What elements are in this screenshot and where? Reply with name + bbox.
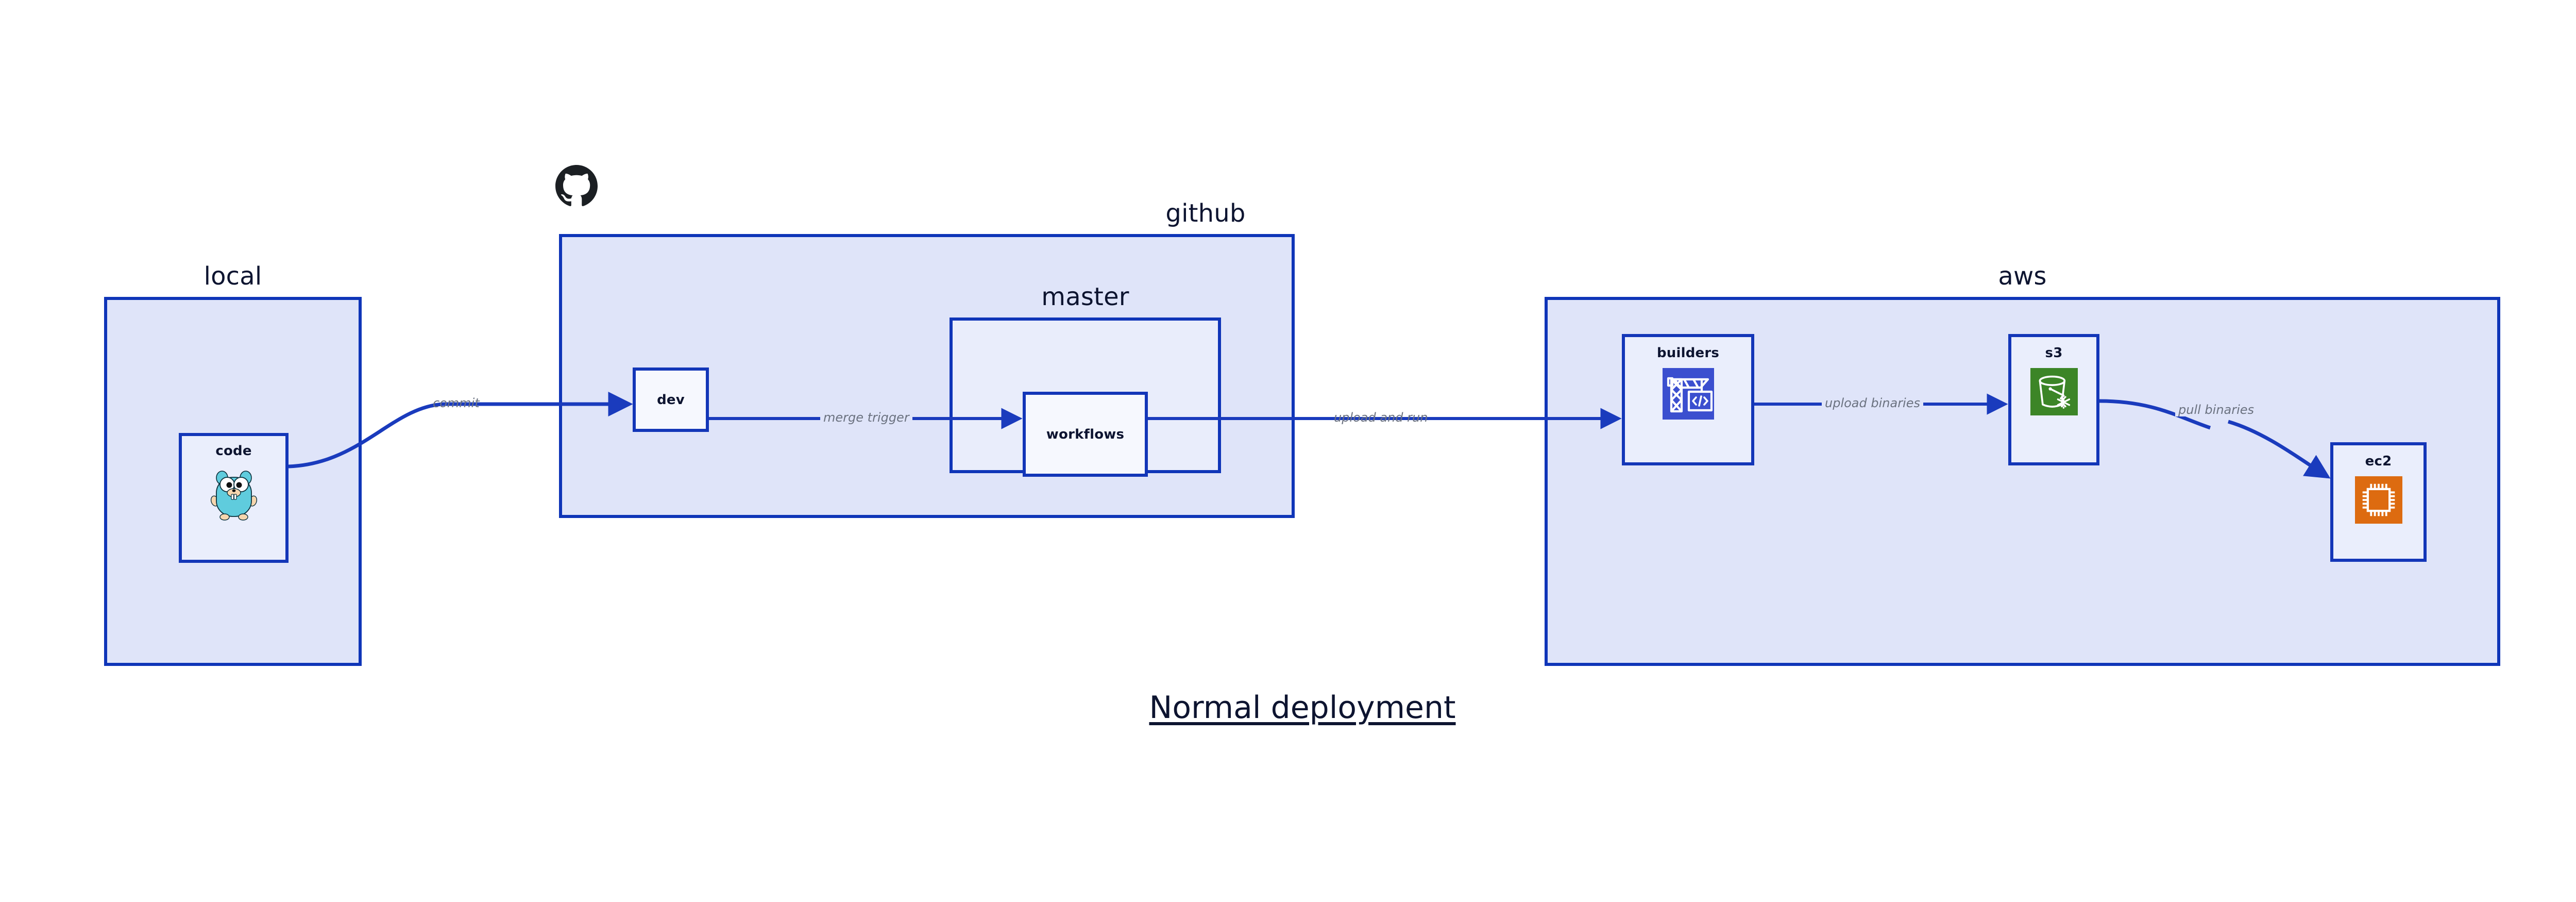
node-workflows[interactable]: workflows: [1023, 392, 1148, 477]
node-ec2[interactable]: ec2: [2330, 442, 2427, 562]
page-title: Normal deployment: [1149, 690, 1456, 726]
group-local-label: local: [204, 262, 262, 291]
edge-commit-label: commit: [433, 396, 480, 410]
node-builders-label: builders: [1656, 345, 1720, 361]
group-github-label: github: [1165, 199, 1246, 228]
node-dev-label: dev: [657, 392, 685, 408]
go-gopher-icon: [210, 464, 258, 524]
node-code-label: code: [215, 443, 252, 459]
node-workflows-label: workflows: [1046, 426, 1125, 442]
github-logo-icon: [555, 165, 598, 207]
aws-ec2-icon: [2354, 476, 2402, 524]
edge-upload-binaries-label: upload binaries: [1822, 396, 1923, 410]
node-code[interactable]: code: [179, 433, 289, 563]
node-dev[interactable]: dev: [633, 368, 709, 432]
edge-upload-and-run-label: upload and run: [1334, 410, 1428, 425]
aws-s3-icon: [2030, 368, 2078, 415]
aws-builder-icon: [1662, 368, 1714, 420]
group-aws-label: aws: [1998, 262, 2047, 291]
node-s3-label: s3: [2045, 345, 2063, 361]
edge-pull-binaries-label: pull binaries: [2175, 403, 2258, 417]
node-s3[interactable]: s3: [2008, 334, 2099, 465]
edge-merge-trigger-label: merge trigger: [820, 411, 912, 425]
node-ec2-label: ec2: [2365, 454, 2392, 469]
node-builders[interactable]: builders: [1622, 334, 1754, 465]
group-master-label: master: [1041, 282, 1129, 311]
